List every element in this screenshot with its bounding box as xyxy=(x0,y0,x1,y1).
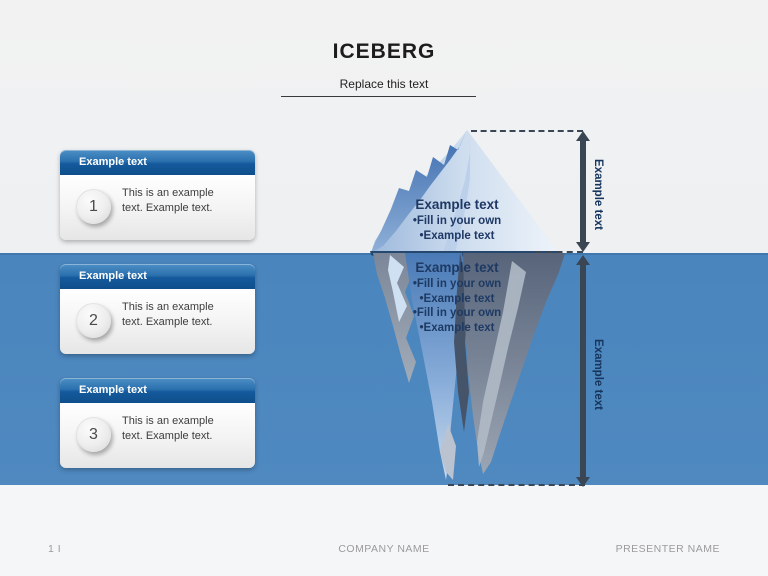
below-water-bullet: •Example text xyxy=(419,321,495,334)
dimension-line-below xyxy=(580,264,586,479)
number-badge-3: 3 xyxy=(76,417,111,452)
dimension-label-above: Example text xyxy=(592,158,604,230)
info-box-1-body: 1 This is an example text. Example text. xyxy=(60,175,255,240)
footer-background xyxy=(0,485,768,576)
dashed-line-bottom xyxy=(448,484,585,486)
info-box-2-text: This is an example text. Example text. xyxy=(122,301,214,328)
above-water-bullet: •Fill in your own xyxy=(412,215,502,227)
arrowhead-up-icon xyxy=(576,255,590,265)
iceberg-below-ice-sliver xyxy=(388,255,407,322)
slide-subtitle: Replace this text xyxy=(339,77,429,91)
company-name: COMPANY NAME xyxy=(338,543,430,555)
below-water-bullet: •Example text xyxy=(419,292,495,305)
info-box-2-header: Example text xyxy=(60,264,255,289)
info-box-1-text: This is an example text. Example text. xyxy=(122,187,214,214)
iceberg-below-right-highlight xyxy=(477,261,526,467)
slide-title: ICEBERG xyxy=(332,40,436,63)
info-box-1: Example text 1 This is an example text. … xyxy=(60,150,255,240)
dashed-line-waterline xyxy=(536,251,583,253)
below-water-bullet: •Fill in your own xyxy=(412,307,502,319)
info-box-3-text: This is an example text. Example text. xyxy=(122,415,214,442)
arrowhead-down-icon xyxy=(576,477,590,487)
number-badge-1: 1 xyxy=(76,189,111,224)
iceberg-dark-ridge xyxy=(371,130,467,253)
arrowhead-down-icon xyxy=(576,242,590,252)
arrowhead-up-icon xyxy=(576,131,590,141)
presenter-name: PRESENTER NAME xyxy=(615,543,720,555)
below-water-label: Example text •Fill in your own •Example … xyxy=(394,260,520,335)
info-box-3-header: Example text xyxy=(60,378,255,403)
iceberg-below-center-blue xyxy=(405,253,466,480)
below-water-bullet: •Fill in your own xyxy=(412,278,502,290)
above-water-bullet: •Example text xyxy=(419,229,495,242)
info-box-3-body: 3 This is an example text. Example text. xyxy=(60,403,255,468)
page-number: 1 I xyxy=(48,543,62,555)
iceberg-graphic xyxy=(370,130,565,480)
above-water-label-title: Example text xyxy=(415,197,499,212)
info-box-1-header: Example text xyxy=(60,150,255,175)
info-box-2-body: 2 This is an example text. Example text. xyxy=(60,289,255,354)
title-underline xyxy=(281,96,476,97)
dimension-label-below: Example text xyxy=(592,338,604,410)
dashed-line-top xyxy=(471,130,583,132)
iceberg-mid-facet xyxy=(443,130,470,253)
iceberg-below-left xyxy=(373,253,416,383)
iceberg-bottom-tip xyxy=(440,424,456,480)
info-box-3: Example text 3 This is an example text. … xyxy=(60,378,255,468)
info-box-2: Example text 2 This is an example text. … xyxy=(60,264,255,354)
number-badge-2: 2 xyxy=(76,303,111,338)
dimension-line-above xyxy=(580,140,586,244)
above-water-label: Example text •Fill in your own •Example … xyxy=(394,197,520,243)
below-water-label-title: Example text xyxy=(415,260,499,275)
